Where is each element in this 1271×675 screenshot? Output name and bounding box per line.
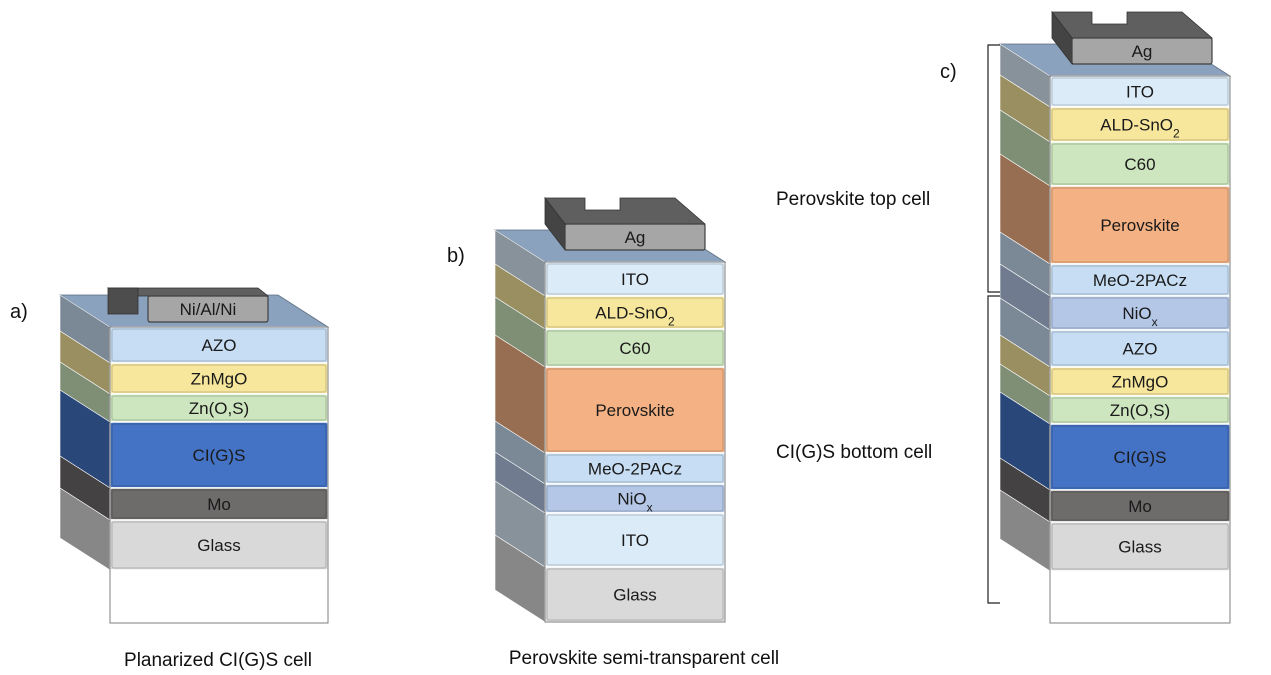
stack-3-contact: Ag [1051,10,1214,66]
stack-1-contact: Ni/Al/Ni [106,287,270,323]
layer-perovskite-label: Perovskite [1100,216,1179,235]
layer-meo-2pacz-label: MeO-2PACz [588,460,682,479]
layer-perovskite-label: Perovskite [595,401,674,420]
caption-planarized-cigs: Planarized CI(G)S cell [124,650,312,671]
panel-label-b: b) [447,245,465,267]
top-cell-bracket [987,44,1000,293]
layer-ito-label: ITO [621,270,649,289]
layer-mo-bevel [111,489,327,519]
layer-mo-label: Mo [1128,497,1152,516]
layer-ci-g-s-bevel [111,423,327,487]
layer-ald-sno2-bevel [1051,108,1229,141]
stack-3-contact-label: Ag [1132,42,1153,61]
layer-znmgo-bevel [111,364,327,393]
layer-zn-o-s-bevel [111,395,327,421]
layer-niox-bevel [1051,297,1229,329]
layer-c60-bevel [546,330,724,366]
bottom-cell-label: CI(G)S bottom cell [776,442,932,463]
bottom-cell-bracket [987,295,1000,604]
layer-ito-bevel [1051,77,1229,106]
layer-azo-label: AZO [202,336,237,355]
layer-ito-label: ITO [1126,83,1154,102]
layer-glass-label: Glass [613,586,656,605]
layer-znmgo-label: ZnMgO [1112,373,1169,392]
layer-ci-g-s-label: CI(G)S [193,446,246,465]
layer-znmgo-label: ZnMgO [191,370,248,389]
stacks-group: AZOZnMgOZn(O,S)CI(G)SMoGlassNi/Al/NiITOA… [58,10,1232,624]
layer-niox-bevel [546,485,724,512]
stack-2-contact-label: Ag [625,228,646,247]
stack-2: ITOALD-SnO2C60PerovskiteMeO-2PACzNiOxITO… [493,196,727,623]
layer-mo-label: Mo [207,495,231,514]
layer-zn-o-s-bevel [1051,397,1229,423]
panel-label-a: a) [10,301,28,323]
layer-azo-bevel [1051,331,1229,366]
stack-2-contact-front [564,223,706,251]
layer-perovskite-bevel [1051,187,1229,263]
layer-glass-bevel [1051,523,1229,570]
layer-znmgo-bevel [1051,368,1229,395]
stack-3-frame [1049,75,1231,624]
layer-glass-bevel [111,521,327,569]
layer-zn-o-s-label: Zn(O,S) [1110,401,1170,420]
stack-1-contact-front [147,295,269,323]
layer-zn-o-s-label: Zn(O,S) [189,399,249,418]
stack-1-contact-label: Ni/Al/Ni [180,300,237,319]
layer-c60-label: C60 [1124,155,1155,174]
layer-c60-label: C60 [619,339,650,358]
layer-azo-label: AZO [1123,340,1158,359]
stack-3-contact-front [1071,37,1213,65]
layer-mo-bevel [1051,491,1229,521]
layer-ci-g-s-label: CI(G)S [1114,448,1167,467]
layer-meo-2pacz-label: MeO-2PACz [1093,271,1187,290]
layer-ito-bevel [546,263,724,295]
layer-perovskite-bevel [546,368,724,452]
layer-ci-g-s-bevel [1051,425,1229,489]
top-cell-label: Perovskite top cell [776,189,930,210]
layer-meo-2pacz-bevel [1051,265,1229,295]
stack-2-frame [544,261,726,623]
stack-2-contact: Ag [544,196,707,252]
layer-meo-2pacz-bevel [546,454,724,483]
layer-glass-label: Glass [1118,538,1161,557]
layer-glass-bevel [546,568,724,621]
layer-glass-label: Glass [197,536,240,555]
caption-perovskite-semitransparent: Perovskite semi-transparent cell [509,648,779,669]
stack-3: ITOALD-SnO2C60PerovskiteMeO-2PACzNiOxAZO… [998,10,1232,624]
layer-ito-label: ITO [621,531,649,550]
layer-c60-bevel [1051,143,1229,185]
layer-azo-bevel [111,328,327,362]
layer-ald-sno2-bevel [546,297,724,328]
panel-label-c: c) [940,61,957,83]
stack-1-frame [109,326,329,624]
layer-ito-bevel [546,514,724,566]
